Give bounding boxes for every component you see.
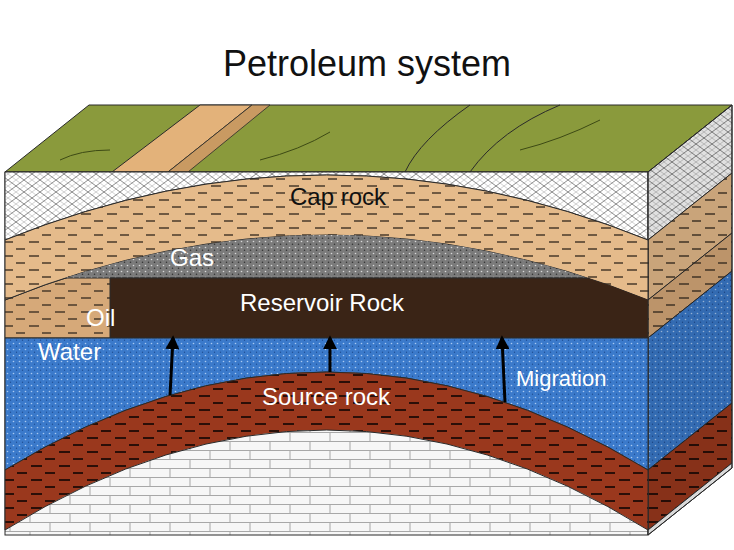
layer-name: Cap rock: [290, 185, 386, 209]
ground-surface: [5, 105, 732, 172]
fluid-label: Oil: [86, 306, 115, 330]
band-shape: [5, 372, 648, 530]
layer-name: Source rock: [262, 385, 390, 409]
source-rock-band: Source rock: [5, 372, 648, 530]
side-shade: [648, 105, 732, 535]
outcrop-stripe: [168, 105, 270, 172]
outcrop-line: [405, 105, 470, 172]
band-shape: [110, 278, 648, 338]
diagram-title: Petroleum system: [0, 46, 734, 82]
band-outline: [60, 235, 600, 278]
band-shape: [0, 0, 734, 278]
layer-name: Reservoir Rock: [240, 291, 404, 315]
migration-arrow: [329, 338, 332, 372]
limestone-layer: [5, 172, 648, 535]
reservoir-rock-band: Reservoir Rock: [110, 278, 648, 338]
migration-arrow: [170, 338, 173, 395]
outcrop-line: [470, 105, 560, 172]
contour-line: [60, 120, 600, 160]
process-label: Migration: [516, 368, 606, 390]
migration-arrow: [502, 338, 505, 402]
layer-name: Gas: [170, 246, 214, 270]
layer-name: Water: [38, 340, 101, 364]
gas-cap-band: Gas: [60, 235, 600, 278]
